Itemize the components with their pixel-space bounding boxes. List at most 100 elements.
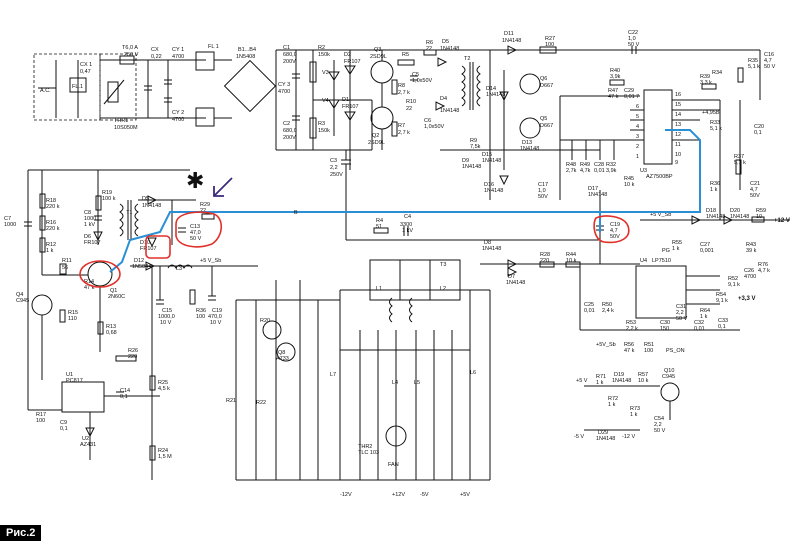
svg-text:6: 6 — [636, 104, 639, 110]
r16-value: 220 k — [46, 226, 60, 232]
c31-voltage: 50 V — [676, 316, 688, 322]
r72-name: R72 — [608, 396, 618, 402]
r39-name: R39 — [700, 74, 710, 80]
c54-name: C54 — [654, 416, 664, 422]
c26-value: 4700 — [744, 274, 756, 280]
r71-value: 1 k — [596, 380, 604, 386]
r76-value: 4,7 k — [758, 268, 770, 274]
c17-voltage: 50V — [538, 194, 548, 200]
u2-part: AZ431 — [80, 442, 96, 448]
d16-name: D16 — [484, 182, 494, 188]
r37-name: R37 — [734, 154, 744, 160]
v5b-label: +5V — [460, 492, 470, 498]
fuse-rating: T6,0 A — [122, 45, 138, 51]
pwm-controller-section: D11 1N4148 R27 100 C22 1,0 50 V Q6 D667 … — [440, 30, 776, 220]
v5vsb3-label: +5V_Sb — [596, 342, 616, 348]
r26-value: 220 — [128, 354, 137, 360]
d18-part: 1N4148 — [706, 214, 725, 220]
bridge-name: B1...B4 — [238, 47, 256, 53]
c19-name: C19 — [212, 308, 222, 314]
c7-name: C7 — [4, 216, 11, 222]
q1-name: Q1 — [110, 288, 117, 294]
d14-part: 1N4148 — [486, 92, 505, 98]
pson-label: PS_ON — [666, 348, 685, 354]
r28-name: R28 — [540, 252, 550, 258]
v5vsb2-label: +5 V_Sb — [650, 212, 671, 218]
c6-name: C6 — [424, 118, 431, 124]
d1-name: D1 — [342, 97, 349, 103]
c19-value: 470,0 — [208, 314, 222, 320]
q2-name: Q2 — [372, 133, 379, 139]
r27-name: R27 — [545, 36, 555, 42]
c1-voltage: 200V — [283, 59, 296, 65]
svg-text:V3: V3 — [322, 70, 329, 76]
c28-value: 0,01 — [594, 168, 605, 174]
r13-name: R13 — [106, 324, 116, 330]
r35-value: 5,1 k — [748, 64, 760, 70]
r39-value: 3,3 k — [700, 80, 712, 86]
c15-name: C15 — [162, 308, 172, 314]
r59-name: R59 — [756, 208, 766, 214]
r51-value: 100 — [644, 348, 653, 354]
r57-value: 10 k — [638, 378, 649, 384]
r7-name: R7 — [398, 123, 405, 129]
q1-part: 2N60C — [108, 294, 125, 300]
cx-value: 0,22 — [151, 54, 162, 60]
c3-name: C3 — [330, 158, 337, 164]
r14-name: R14 — [84, 279, 94, 285]
c17-value: 1,0 — [538, 188, 546, 194]
arrow-annotation — [213, 177, 233, 197]
r5-name: R5 — [402, 52, 409, 58]
q2-part: 2SD9L — [368, 140, 385, 146]
cy1-name: CY 1 — [172, 47, 184, 53]
r56-value: 47 k — [624, 348, 635, 354]
l4-label: L4 — [392, 380, 398, 386]
r21-name: R21 — [226, 398, 236, 404]
q8-name: Q8 — [278, 350, 285, 356]
figure-label: Рис.2 — [0, 525, 42, 541]
r52-name: R52 — [728, 276, 738, 282]
r34-name: R34 — [712, 70, 722, 76]
r8-name: R8 — [398, 83, 405, 89]
c30-value: 150 — [660, 326, 669, 332]
c22-voltage: 50 V — [628, 42, 640, 48]
q6-name: Q6 — [540, 76, 547, 82]
d4-part: 1N4148 — [440, 108, 459, 114]
highlight-c19 — [593, 215, 630, 244]
r54-value: 9,1 k — [716, 298, 728, 304]
c5-value: 1,0x50V — [412, 78, 433, 84]
svg-text:7: 7 — [636, 94, 639, 100]
r6-name: R6 — [426, 40, 433, 46]
c22-value: 1,0 — [628, 36, 636, 42]
u3-name: U3 — [640, 168, 647, 174]
r12-value: 1 k — [46, 248, 54, 254]
r32-name: R32 — [606, 162, 616, 168]
vm12-label: -12 V — [622, 434, 635, 440]
r52-value: 9,1 k — [728, 282, 740, 288]
c2-voltage: 200V — [283, 135, 296, 141]
r29-name: R29 — [200, 202, 210, 208]
v12-label: +12 V — [774, 218, 790, 224]
l2-label: L2 — [440, 286, 446, 292]
svg-text:5: 5 — [636, 114, 639, 120]
d4-name: D4 — [440, 96, 447, 102]
u3-part: AZ7500BP — [646, 174, 673, 180]
svg-text:9: 9 — [675, 160, 678, 166]
l6-label: L6 — [470, 370, 476, 376]
d7-part: 1N4148 — [506, 280, 525, 286]
r15-name: R15 — [68, 310, 78, 316]
d2-part: FR107 — [344, 59, 361, 65]
q8-part: A733 — [276, 356, 289, 362]
r27-value: 100 — [545, 42, 554, 48]
highlight-q1 — [79, 260, 121, 288]
c19b-name: C19 — [610, 222, 620, 228]
c9-name: C9 — [60, 420, 67, 426]
r10-value: 22 — [406, 106, 412, 112]
standby-section: C7 1000 R18 220 k R16 220 k R12 1 k R19 … — [4, 169, 258, 480]
u4-name: U4 — [640, 258, 647, 264]
d10-name: D10 — [140, 240, 150, 246]
t3-label: T3 — [440, 262, 446, 268]
r17-name: R17 — [36, 412, 46, 418]
